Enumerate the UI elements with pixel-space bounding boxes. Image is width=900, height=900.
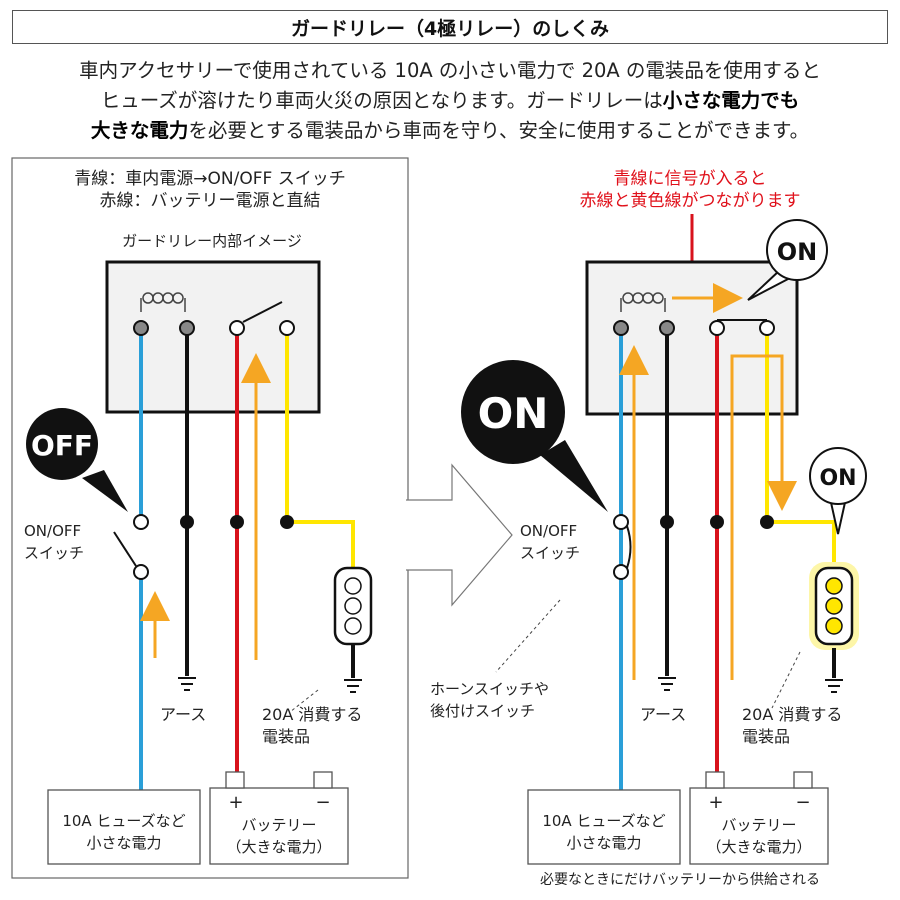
right-footer-note: 必要なときにだけバッテリーから供給される [540,872,820,888]
right-battery-label-1: バッテリー [721,816,796,834]
left-small-power-label-2: 小さな電力 [86,834,161,852]
right-device-label-2: 電装品 [742,727,790,746]
intro-line-1: 車内アクセサリーで使用されている 10A の小さい電力で 20A の電装品を使用… [79,59,821,82]
right-relay-on-bubble [747,219,828,301]
right-device-label-1: 20A 消費する [742,705,842,724]
left-small-power-label-1: 10A ヒューズなど [62,812,185,830]
left-terminal-4 [279,320,295,336]
intro-line-3-bold: 大きな電力 [90,119,189,142]
right-device-light-1 [825,577,843,595]
left-terminal-2 [179,320,195,336]
right-earth-icon [658,677,676,691]
left-device-light-3 [344,617,362,635]
left-device-light-2 [344,597,362,615]
right-small-power-box [527,789,681,865]
right-terminal-1 [613,320,629,336]
right-device-light-3 [825,617,843,635]
left-yellow-wire-to-device [287,520,355,568]
left-off-bubble [26,408,128,512]
right-red-junction [710,515,724,529]
intro-line-2-bold: 小さな電力でも [662,89,800,112]
left-red-junction [230,515,244,529]
intro-line-3-plain: を必要とする電装品から車両を守り、安全に使用することができます。 [188,119,810,142]
right-switch-label-1: ON/OFF [520,522,577,540]
right-yellow-junction [760,515,774,529]
right-terminal-2 [659,320,675,336]
transition-arrow [406,463,513,607]
left-switch-lever-open [113,531,137,567]
right-battery-box [689,787,829,865]
left-battery-box [209,787,349,865]
right-yellow-wire-to-device [767,520,836,568]
left-device-label-1: 20A 消費する [262,705,362,724]
right-device-earth-icon [825,679,843,693]
right-black-junction [660,515,674,529]
left-legend-blue: 青線：車内電源→ON/OFF スイッチ [74,169,345,189]
left-relay-contact-open [242,301,283,323]
intro-line-2-plain: ヒューズが溶けたり車両火災の原因となります。ガードリレーは [100,89,663,112]
right-horn-note-1: ホーンスイッチや [430,680,549,698]
left-battery-plus: + [228,792,243,813]
right-horn-note-2: 後付けスイッチ [430,702,535,720]
right-battery-minus: − [795,792,810,813]
right-device-pointer [771,651,801,709]
intro-text: 車内アクセサリーで使用されている 10A の小さい電力で 20A の電装品を使用… [10,56,890,146]
intro-line-3: 大きな電力を必要とする電装品から車両を守り、安全に使用することができます。 [10,116,890,146]
left-terminal-1 [133,320,149,336]
left-battery-label-1: バッテリー [241,816,316,834]
right-device-on-bubble [809,447,867,535]
right-coil-icon [620,292,666,312]
left-device-earth-icon [344,679,362,693]
left-device-light-1 [344,577,362,595]
left-earth-label: アース [160,705,206,724]
intro-line-2: ヒューズが溶けたり車両火災の原因となります。ガードリレーは小さな電力でも [10,86,890,116]
right-battery-plus-terminal [705,771,725,789]
right-switch-label-2: スイッチ [520,544,580,562]
page-title: ガードリレー（4極リレー）のしくみ [12,10,888,44]
right-terminal-3 [709,320,725,336]
right-relay-state: ON [777,238,818,266]
right-small-power-label-2: 小さな電力 [566,834,641,852]
left-battery-minus: − [315,792,330,813]
right-device-state: ON [819,466,856,491]
left-battery-label-2: （大きな電力） [226,838,331,856]
right-terminal-4 [759,320,775,336]
right-switch-state: ON [478,389,549,438]
right-battery-label-2: （大きな電力） [706,838,811,856]
left-switch-bottom-terminal [133,564,149,580]
right-battery-minus-terminal [793,771,813,789]
left-small-power-box [47,789,201,865]
left-switch-label-2: スイッチ [24,544,84,562]
left-earth-icon [178,677,196,691]
right-switch-lever-closed [626,525,632,569]
right-earth-label: アース [640,705,686,724]
right-device-light-2 [825,597,843,615]
left-black-junction [180,515,194,529]
left-relay-caption: ガードリレー内部イメージ [122,232,302,250]
right-battery-plus: + [708,792,723,813]
right-switch-bottom-terminal [613,564,629,580]
left-terminal-3 [229,320,245,336]
right-signal-note-1: 青線に信号が入ると [614,169,767,189]
right-signal-note-2: 赤線と黄色線がつながります [580,191,801,211]
left-switch-top-terminal [133,514,149,530]
left-device-label-2: 電装品 [262,727,310,746]
right-small-power-label-1: 10A ヒューズなど [542,812,665,830]
left-switch-label-1: ON/OFF [24,522,81,540]
left-yellow-junction [280,515,294,529]
right-switch-top-terminal [613,514,629,530]
left-battery-plus-terminal [225,771,245,789]
left-coil-icon [140,292,186,312]
left-battery-minus-terminal [313,771,333,789]
left-switch-state: OFF [31,429,93,462]
right-switch-on-bubble [461,360,608,512]
title-text: ガードリレー（4極リレー）のしくみ [291,17,609,40]
left-legend-red: 赤線：バッテリー電源と直結 [100,191,321,211]
right-horn-pointer [495,599,561,673]
right-arrow-power-flow [730,354,797,680]
